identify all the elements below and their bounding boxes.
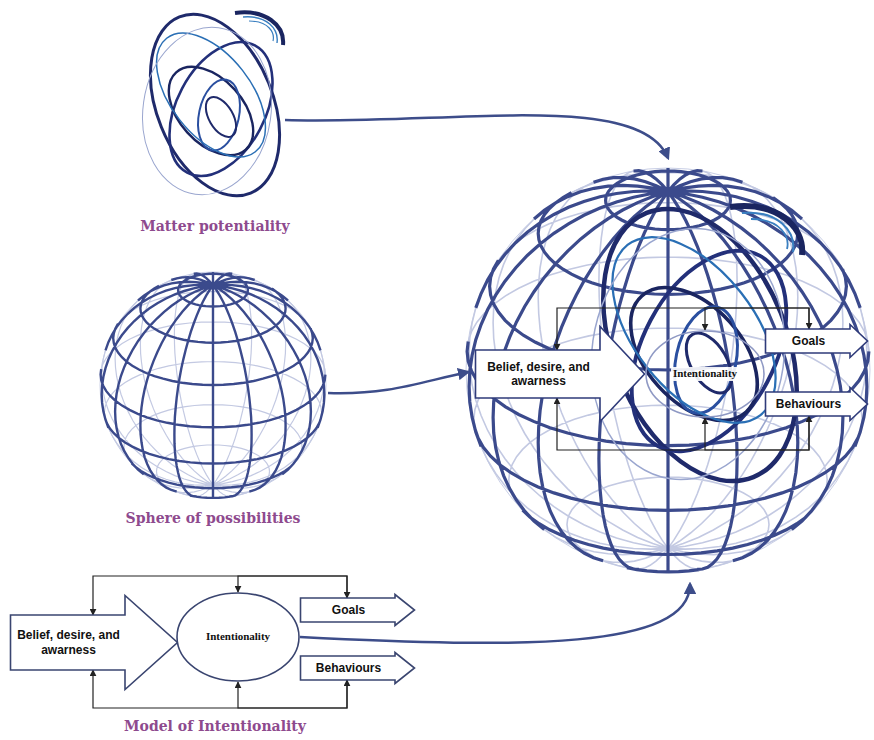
feedback-line: [238, 680, 347, 708]
node-title: Intentionality: [671, 367, 739, 380]
arrow-label: Behaviours: [776, 397, 841, 411]
arrow-label: Goals: [332, 603, 365, 617]
arrow-label: Belief, desire, and awarness: [13, 628, 124, 657]
intentionality-ellipse: Intentionality: [645, 330, 765, 418]
arrow-label: Goals: [792, 334, 825, 348]
block-arrow: Behaviours: [765, 387, 868, 421]
block-arrow: Behaviours: [300, 652, 415, 684]
figure-caption: Matter potentiality: [140, 218, 289, 234]
arrow-label: Belief, desire, and awarness: [478, 360, 599, 389]
figure-caption: Model of Intentionality: [124, 718, 306, 734]
feedback-line: [705, 416, 809, 450]
figure-caption: Sphere of possibilities: [126, 510, 301, 526]
block-arrow: Belief, desire, and awarness: [10, 595, 178, 690]
feedback-line: [705, 308, 809, 330]
node-title: Intentionality: [206, 630, 270, 643]
arrow-label: Behaviours: [316, 661, 381, 675]
block-arrow: Goals: [300, 594, 415, 626]
block-arrow: Goals: [765, 324, 868, 358]
block-arrow: Belief, desire, and awarness: [475, 326, 645, 422]
intentionality-ellipse: Intentionality: [176, 592, 300, 682]
